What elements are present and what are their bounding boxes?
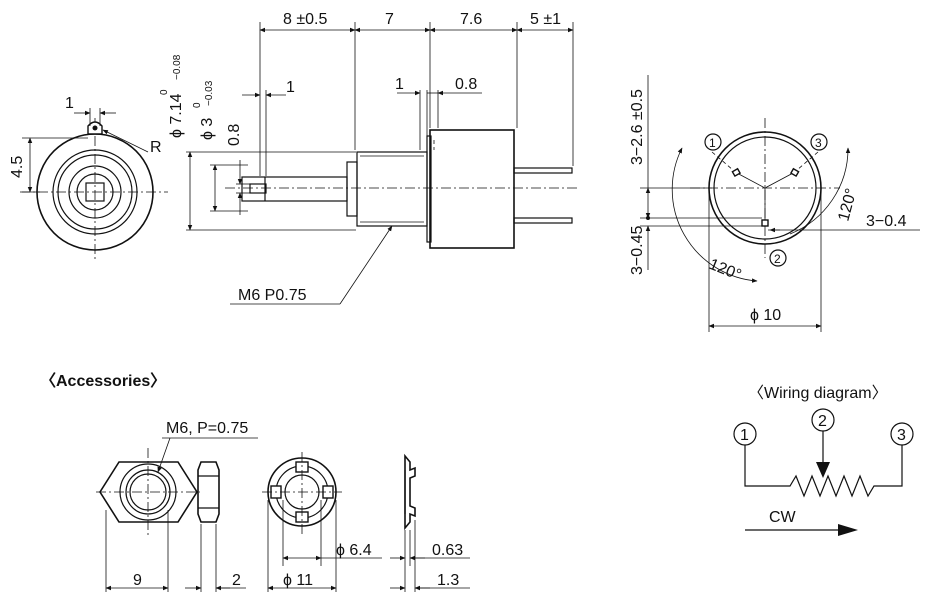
end-view: 1 4.5 R	[9, 95, 168, 262]
nut-width: 9	[133, 572, 142, 589]
end-view-slot	[85, 182, 105, 202]
wiring-pin3: 3	[897, 427, 906, 444]
dia-3: ϕ 3	[199, 118, 216, 140]
dia-7-14-tol-lo: −0.08	[172, 54, 183, 80]
dim-2-6: 3−2.6 ±0.5	[629, 89, 646, 165]
bushing-step	[346, 161, 358, 217]
dim-top-3: 7.6	[460, 11, 482, 28]
dim-top-2: 7	[385, 11, 394, 28]
dia-10: ϕ 10	[750, 307, 781, 324]
wiper-arrow	[816, 462, 830, 478]
main-view: 8 ±0.5 7 7.6 5 ±1 1 1 0.8 ϕ 7.14 0 −0.08…	[159, 11, 580, 305]
bushing	[356, 151, 428, 227]
back-pin3: 3	[815, 136, 822, 150]
direction-arrow	[838, 524, 858, 536]
resistor	[744, 445, 903, 498]
end-view-radius-label: R	[150, 139, 162, 156]
dim-top-4: 5 ±1	[530, 11, 561, 28]
shaft-slot	[249, 183, 267, 194]
dia-3-tol-hi: 0	[192, 102, 203, 108]
back-pin1-circle	[704, 133, 722, 151]
wiring-pin1: 1	[740, 427, 749, 444]
back-pin2-circle	[769, 249, 787, 267]
dim-top-1: 8 ±0.5	[283, 11, 327, 28]
dim-0-4: 3−0.4	[866, 213, 907, 230]
wiring-heading: 〈Wiring diagram〉	[748, 385, 888, 402]
thread-label: M6 P0.75	[238, 287, 307, 304]
dim-groove: 1	[286, 79, 295, 96]
wiring-direction: CW	[769, 509, 797, 526]
dim-0-8-left: 0.8	[226, 124, 243, 146]
angle-right: 120°	[835, 187, 860, 223]
back-view: 120° 120° 1 3 2 3−2.6 ±0.5 3−0.45 3−0.4 …	[629, 75, 920, 332]
nut-side: 2	[185, 461, 246, 592]
washer-front: ϕ 6.4 ϕ 11	[262, 452, 382, 592]
accessories-heading: 〈Accessories〉	[40, 372, 166, 390]
end-view-dim-side: 4.5	[9, 156, 26, 178]
washer-thickness: 0.63	[432, 542, 463, 559]
dia-7-14-tol-hi: 0	[159, 89, 170, 95]
dia-3-tol-lo: −0.03	[204, 80, 215, 106]
end-view-key-dot	[92, 125, 98, 131]
wiring-diagram: 〈Wiring diagram〉 1 2 3 CW	[733, 385, 914, 536]
dia-7-14: ϕ 7.14	[168, 93, 185, 138]
washer-tooth: 1.3	[437, 572, 459, 589]
nut-front: M6, P=0.75 9	[96, 420, 258, 592]
nut-thickness: 2	[232, 572, 241, 589]
nut-thread: M6, P=0.75	[166, 420, 248, 437]
end-view-dim-top: 1	[65, 95, 74, 112]
dim-0-45: 3−0.45	[629, 226, 646, 275]
dim-0-8-top: 0.8	[455, 76, 477, 93]
body	[429, 129, 515, 249]
angle-bottom: 120°	[707, 256, 744, 284]
terminal-top	[513, 167, 573, 174]
washer-inner: ϕ 6.4	[336, 542, 372, 559]
washer-dia: ϕ 11	[283, 572, 313, 589]
terminal-bottom	[513, 217, 573, 224]
dim-1-right: 1	[395, 76, 404, 93]
wiring-pin2: 2	[818, 413, 827, 430]
washer-side: 0.63 1.3	[390, 453, 470, 592]
back-pin2: 2	[774, 252, 781, 266]
back-pin1: 1	[709, 136, 716, 150]
shaft	[241, 176, 348, 202]
back-pin3-circle	[810, 133, 828, 151]
